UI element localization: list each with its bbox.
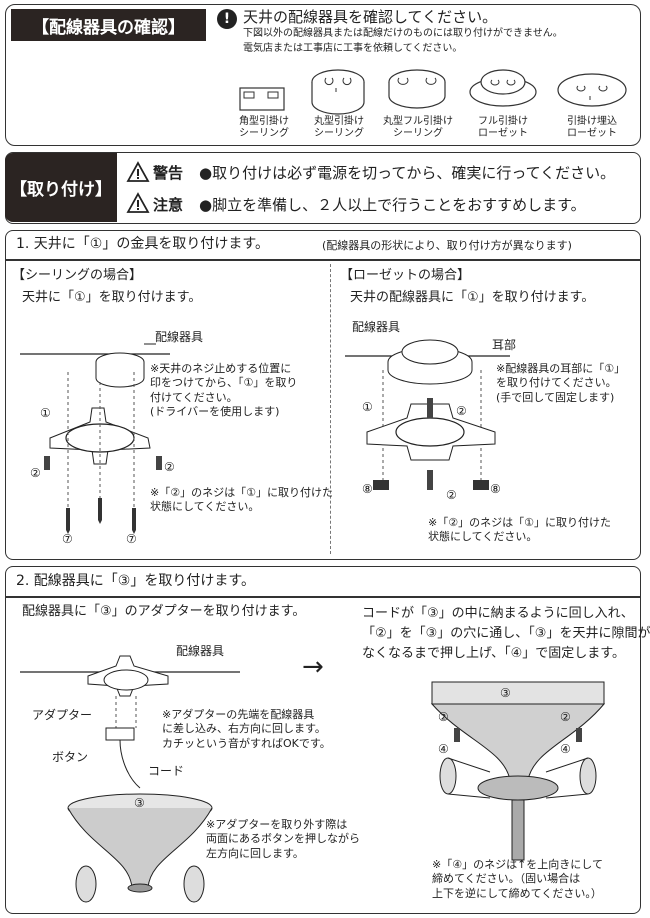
fixture-label-full-rosette: フル引掛け ローゼット xyxy=(478,116,528,139)
install-tag: 【取り付け】 xyxy=(5,153,117,222)
rosette-fixture-label: 配線器具 xyxy=(352,320,401,334)
rosette-mark-8-right: ⑧ xyxy=(490,482,501,496)
step1-title-note: (配線器具の形状により、取り付け方が異なります) xyxy=(322,239,572,252)
fixture-label-round: 丸型引掛け シーリング xyxy=(314,116,364,139)
full-rosette-fixture-illustration xyxy=(469,69,537,107)
fixture-label-square: 角型引掛け シーリング xyxy=(239,116,289,139)
step2-mark-3-left: ③ xyxy=(134,796,145,810)
rosette-bracket-illustration xyxy=(345,339,510,490)
ceiling-fixture-label: 配線器具 xyxy=(155,330,204,344)
step2-mark-3-right: ③ xyxy=(500,686,511,700)
adapter-illustration xyxy=(20,655,240,903)
wiring-check-headline: 天井の配線器具を確認してください。 xyxy=(243,8,498,26)
rosette-case-heading: 【ローゼットの場合】 xyxy=(340,268,471,283)
wiring-check-sub2: 電気店または工事店に工事を依頼してください。 xyxy=(243,43,463,54)
rosette-case-text: 天井の配線器具に「①」を取り付けます。 xyxy=(350,290,595,305)
exclamation-icon: ! xyxy=(217,9,237,29)
round-full-ceiling-fixture-illustration xyxy=(388,69,446,109)
step2-title-divider xyxy=(6,596,640,598)
wiring-check-sub1: 下図以外の配線器具または配線だけのものには取り付けができません。 xyxy=(243,28,563,39)
step2-mark-4-right: ④ xyxy=(560,742,571,756)
caution-text: ●脚立を準備し、２人以上で行うことをおすすめします。 xyxy=(199,196,586,214)
square-ceiling-fixture-illustration xyxy=(239,87,285,111)
step2-adapter-label: アダプター xyxy=(32,708,93,722)
rosette-mark-2-top: ② xyxy=(456,404,467,418)
step2-title: 2. 配線器具に「③」を取り付けます。 xyxy=(16,573,255,589)
step1-title-divider xyxy=(6,259,640,261)
ceiling-mark-7-right: ⑦ xyxy=(126,532,137,546)
rosette-note-1: ※配線器具の耳部に「①」 を取り付けてください。 (手で回して固定します) xyxy=(496,362,626,404)
ceiling-mark-1: ① xyxy=(40,406,51,420)
step2-left-text: 配線器具に「③」のアダプターを取り付けます。 xyxy=(22,604,306,619)
adapter-note: ※アダプターの先端を配線器具 に差し込み、右方向に回します。 カチッという音がす… xyxy=(162,708,331,750)
rosette-mark-2-bottom: ② xyxy=(446,488,457,502)
ceiling-mark-7-left: ⑦ xyxy=(62,532,73,546)
step2-button-label: ボタン xyxy=(52,750,89,764)
step2-arrow: → xyxy=(302,652,324,682)
warning-triangle-icon xyxy=(126,161,150,182)
warning-text: ●取り付けは必ず電源を切ってから、確実に行ってください。 xyxy=(199,164,616,182)
rosette-ear-label: 耳部 xyxy=(492,338,517,352)
ceiling-mark-2-right: ② xyxy=(164,460,175,474)
step2-fixture-label: 配線器具 xyxy=(176,644,225,658)
rosette-mark-8-left: ⑧ xyxy=(362,482,373,496)
step1-panel xyxy=(5,230,641,560)
step1-title: 1. 天井に「①」の金具を取り付けます。 xyxy=(16,236,269,252)
round-ceiling-fixture-illustration xyxy=(311,69,365,115)
fixture-label-round-full: 丸型フル引掛け シーリング xyxy=(383,116,453,139)
rosette-note-2: ※「②」のネジは「①」に取り付けた 状態にしてください。 xyxy=(428,516,611,544)
shade-mount-illustration xyxy=(430,681,606,861)
ceiling-note-1: ※天井のネジ止めする位置に 印をつけてから、「①」を取り 付けてください。 (ド… xyxy=(150,362,298,418)
step2-mark-2-left: ② xyxy=(438,710,449,724)
remove-note: ※アダプターを取り外す際は 両面にあるボタンを押しながら 左方向に回します。 xyxy=(206,818,360,860)
fixture-label-embedded-rosette: 引掛け埋込 ローゼット xyxy=(567,116,617,139)
ceiling-case-heading: 【シーリングの場合】 xyxy=(12,268,143,283)
step2-mark-4-left: ④ xyxy=(438,742,449,756)
ceiling-bracket-illustration xyxy=(20,343,170,534)
ceiling-note-2: ※「②」のネジは「①」に取り付けた 状態にしてください。 xyxy=(150,486,333,514)
ceiling-case-text: 天井に「①」を取り付けます。 xyxy=(22,290,202,305)
embedded-rosette-fixture-illustration xyxy=(557,73,627,107)
rosette-mark-1: ① xyxy=(362,400,373,414)
step2-right-text: コードが「③」の中に納まるように回し入れ、 「②」を「③」の穴に通し、「③」を天… xyxy=(362,606,650,662)
wiring-check-tag: 【配線器具の確認】 xyxy=(11,9,206,41)
warning-label: 警告 xyxy=(153,164,184,182)
step1-column-divider xyxy=(330,264,331,554)
step2-cord-label: コード xyxy=(148,764,185,778)
ceiling-mark-2-left: ② xyxy=(30,466,41,480)
caution-label: 注意 xyxy=(153,196,184,214)
screw-note: ※「④」のネジは↑を上向きにして 締めてください。（固い場合は 上下を逆にして締… xyxy=(432,858,603,900)
caution-triangle-icon xyxy=(126,192,150,213)
step2-mark-2-right: ② xyxy=(560,710,571,724)
